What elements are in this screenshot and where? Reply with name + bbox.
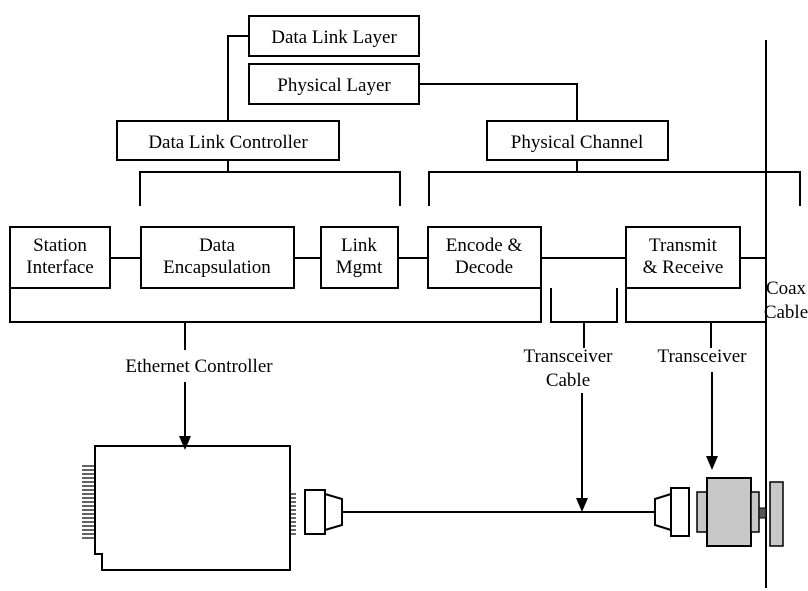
board-d-connector <box>290 493 296 535</box>
transceiver-arrow <box>706 372 718 470</box>
station-interface-line-2: Interface <box>26 257 94 278</box>
transceiver-bracket <box>625 288 766 348</box>
coax-cable-line-2: Cable <box>764 302 808 323</box>
encode-decode-line-1: Encode & <box>446 235 523 256</box>
physical-layer-label: Physical Layer <box>277 75 391 96</box>
data-link-controller-bracket <box>139 160 401 206</box>
data-encapsulation-line-2: Encapsulation <box>163 257 271 278</box>
physical-layer-connector <box>419 83 578 121</box>
ethernet-controller-label: Ethernet Controller <box>125 356 273 377</box>
data-link-layer-label: Data Link Layer <box>271 27 397 48</box>
data-link-layer-connector <box>227 35 249 121</box>
transmit-receive-line-1: Transmit <box>649 235 718 256</box>
board-edge-connector <box>82 465 95 539</box>
ethernet-controller-board <box>82 445 296 571</box>
link-mgmt-line-1: Link <box>341 235 377 256</box>
physical-channel-bracket <box>428 160 801 206</box>
cable-plug-right <box>654 487 690 537</box>
encode-decode-line-2: Decode <box>455 257 513 278</box>
link-mgmt-block: Link Mgmt <box>320 226 399 289</box>
data-link-controller-label: Data Link Controller <box>148 132 308 153</box>
transceiver-cable-line-2: Cable <box>546 370 590 391</box>
coax-cable-line-1: Coax <box>766 278 807 299</box>
transceiver-unit <box>696 477 784 547</box>
data-link-layer-box: Data Link Layer <box>248 15 420 57</box>
cable-plug-left <box>304 489 343 535</box>
physical-channel-label: Physical Channel <box>511 132 643 153</box>
transmit-receive-line-2: & Receive <box>643 257 724 278</box>
physical-channel-box: Physical Channel <box>486 120 669 161</box>
station-interface-line-1: Station <box>33 235 87 256</box>
transceiver-cable-line-1: Transceiver <box>524 346 614 367</box>
data-encapsulation-block: Data Encapsulation <box>140 226 295 289</box>
transceiver-cable-arrow <box>576 393 588 512</box>
ethernet-controller-bracket <box>9 288 542 350</box>
link-mgmt-line-2: Mgmt <box>336 257 383 278</box>
transmit-receive-block: Transmit & Receive <box>625 226 741 289</box>
encode-decode-block: Encode & Decode <box>427 226 542 289</box>
ethernet-controller-arrow <box>179 382 191 450</box>
transceiver-label: Transceiver <box>658 346 748 367</box>
data-link-controller-box: Data Link Controller <box>116 120 340 161</box>
data-encapsulation-line-1: Data <box>199 235 235 256</box>
transceiver-cable-bracket <box>550 288 618 348</box>
physical-layer-box: Physical Layer <box>248 63 420 105</box>
station-interface-block: Station Interface <box>9 226 111 289</box>
